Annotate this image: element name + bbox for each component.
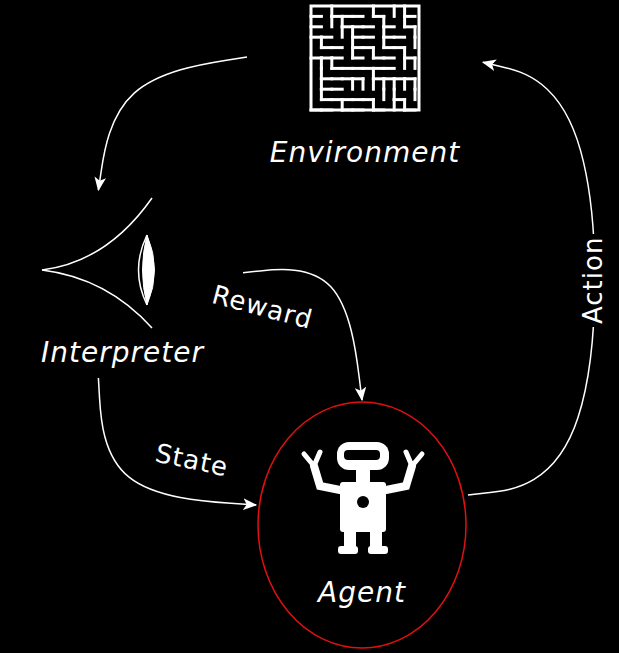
environment-node: Environment — [247, 0, 483, 178]
robot-claw — [304, 452, 422, 466]
eye-lid — [42, 270, 152, 328]
node-label: Agent — [256, 578, 468, 609]
robot-icon — [337, 442, 389, 554]
edge-label: Action — [580, 233, 609, 326]
edge-label: Reward — [206, 279, 319, 335]
connector-arrow — [98, 378, 256, 505]
agent-node: Agent — [256, 400, 468, 650]
robot-arm — [314, 466, 412, 490]
robot-icon — [292, 440, 432, 560]
eye-lens — [143, 235, 155, 305]
connector-arrow — [243, 270, 362, 400]
highlight-ellipse — [258, 402, 466, 648]
node-label: Interpreter — [2, 338, 243, 369]
eye-lid — [42, 198, 152, 270]
eye-icon — [2, 190, 172, 335]
node-label: Environment — [247, 138, 483, 169]
maze-walls — [311, 6, 415, 110]
connector-arrow — [468, 62, 595, 495]
maze-icon — [309, 4, 421, 112]
connector-arrow — [98, 57, 247, 190]
maze-wall — [311, 6, 419, 110]
interpreter-node: Interpreter — [2, 190, 243, 378]
edge-label: State — [150, 438, 234, 483]
